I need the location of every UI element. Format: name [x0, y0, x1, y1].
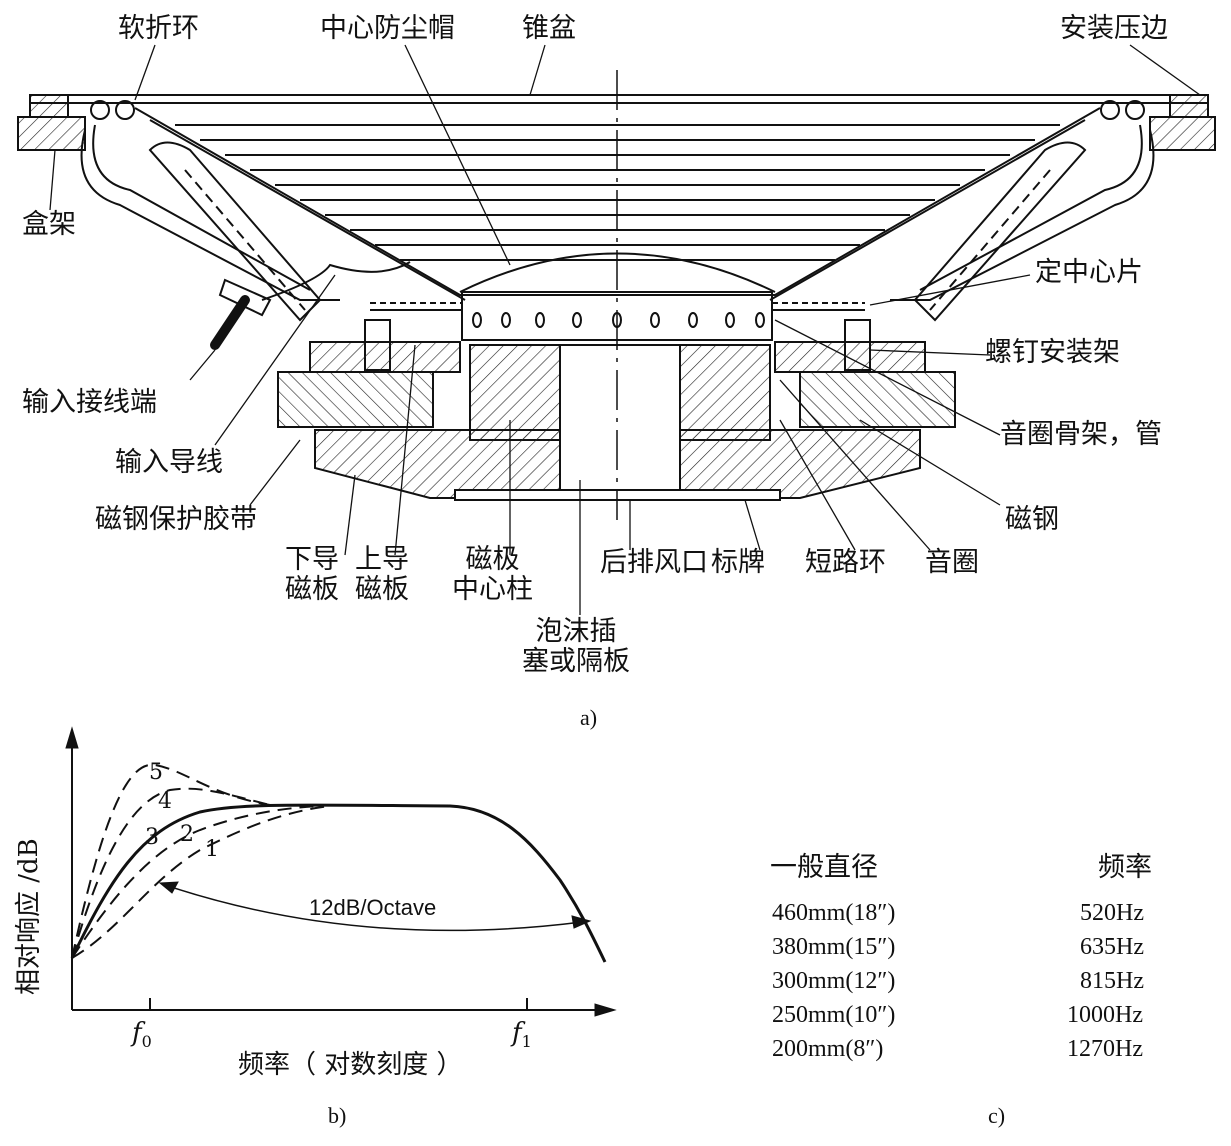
table-row-diameter: 200mm(8″)	[772, 1036, 884, 1062]
label-lower-plate: 下导磁板	[285, 544, 339, 605]
label-upper-plate: 上导磁板	[355, 544, 409, 605]
basket-arm-right	[913, 141, 1087, 322]
tick-label-f1: f1	[512, 1018, 532, 1052]
x-axis-arrow	[594, 1003, 617, 1017]
curve-label-5: 5	[149, 760, 163, 785]
caption-b: b)	[328, 1103, 347, 1128]
curve-2	[71, 805, 321, 959]
label-basket: 盒架	[22, 209, 76, 240]
table-row-diameter: 300mm(12″)	[772, 968, 896, 994]
table-row-diameter: 460mm(18″)	[772, 900, 896, 926]
rear-vent	[559, 344, 681, 491]
header-diameter: 一般直径	[770, 852, 878, 882]
upper-plate-right	[774, 341, 926, 373]
curve-label-2: 2	[180, 822, 194, 847]
slope-label: 12dB/Octave	[309, 895, 437, 920]
x-axis-label: 频率（ 对数刻度 ）	[238, 1050, 463, 1080]
label-magnet: 磁钢	[1005, 504, 1059, 535]
label-rear-vent: 后排风口	[600, 547, 708, 578]
curve-label-4: 4	[158, 789, 172, 814]
caption-a: a)	[580, 705, 598, 730]
label-input-lead: 输入导线	[115, 447, 223, 478]
label-pole: 磁极中心柱	[452, 544, 533, 605]
upper-plate-left	[309, 341, 461, 373]
table-row-frequency: 1270Hz	[1067, 1036, 1143, 1062]
table-row-frequency: 1000Hz	[1067, 1002, 1143, 1028]
table-row-frequency: 520Hz	[1080, 900, 1144, 926]
input-terminal	[218, 278, 272, 317]
curve-1	[71, 805, 331, 959]
label-input-terminal: 输入接线端	[22, 387, 157, 418]
label-voice-coil: 音圈	[925, 547, 979, 578]
curve-4	[71, 787, 271, 959]
basket-arm-left	[148, 141, 322, 322]
cone-outline	[134, 107, 1101, 296]
label-surround: 软折环	[118, 13, 199, 44]
basket-frame-right	[890, 129, 1155, 301]
label-screw-mount: 螺钉安装架	[985, 337, 1120, 368]
curve-label-3: 3	[145, 825, 159, 850]
basket-flange-left	[17, 116, 86, 151]
label-coil-former: 音圈骨架，管	[1000, 419, 1162, 450]
label-foam: 泡沫插塞或隔板	[522, 616, 630, 677]
surround-roll	[90, 100, 110, 120]
y-axis-label: 相对响应 /dB	[14, 838, 44, 995]
caption-c: c)	[988, 1103, 1006, 1128]
header-frequency: 频率	[1098, 852, 1152, 882]
label-nameplate: 标牌	[711, 547, 765, 578]
label-cone: 锥盆	[522, 13, 576, 44]
magnet-left	[277, 371, 434, 428]
table-row-frequency: 635Hz	[1080, 934, 1144, 960]
label-gasket: 安装压边	[1060, 13, 1168, 44]
label-shorting-ring: 短路环	[805, 547, 886, 578]
tick-label-f0: f0	[132, 1018, 152, 1052]
table-row-diameter: 380mm(15″)	[772, 934, 896, 960]
basket-frame-left	[80, 129, 340, 301]
curve-3	[70, 803, 607, 963]
y-axis-arrow	[65, 726, 79, 749]
curve-5	[71, 763, 271, 959]
table-row-frequency: 815Hz	[1080, 968, 1144, 994]
pole-left	[469, 344, 561, 441]
label-dust-cap: 中心防尘帽	[320, 13, 455, 44]
label-magnet-tape: 磁钢保护胶带	[95, 504, 257, 535]
slope-arc	[164, 884, 583, 932]
table-row-diameter: 250mm(10″)	[772, 1002, 896, 1028]
leader-lines	[49, 44, 1201, 615]
basket-flange-right	[1149, 116, 1216, 151]
curve-label-1: 1	[205, 837, 219, 862]
label-spider: 定中心片	[1035, 257, 1143, 288]
